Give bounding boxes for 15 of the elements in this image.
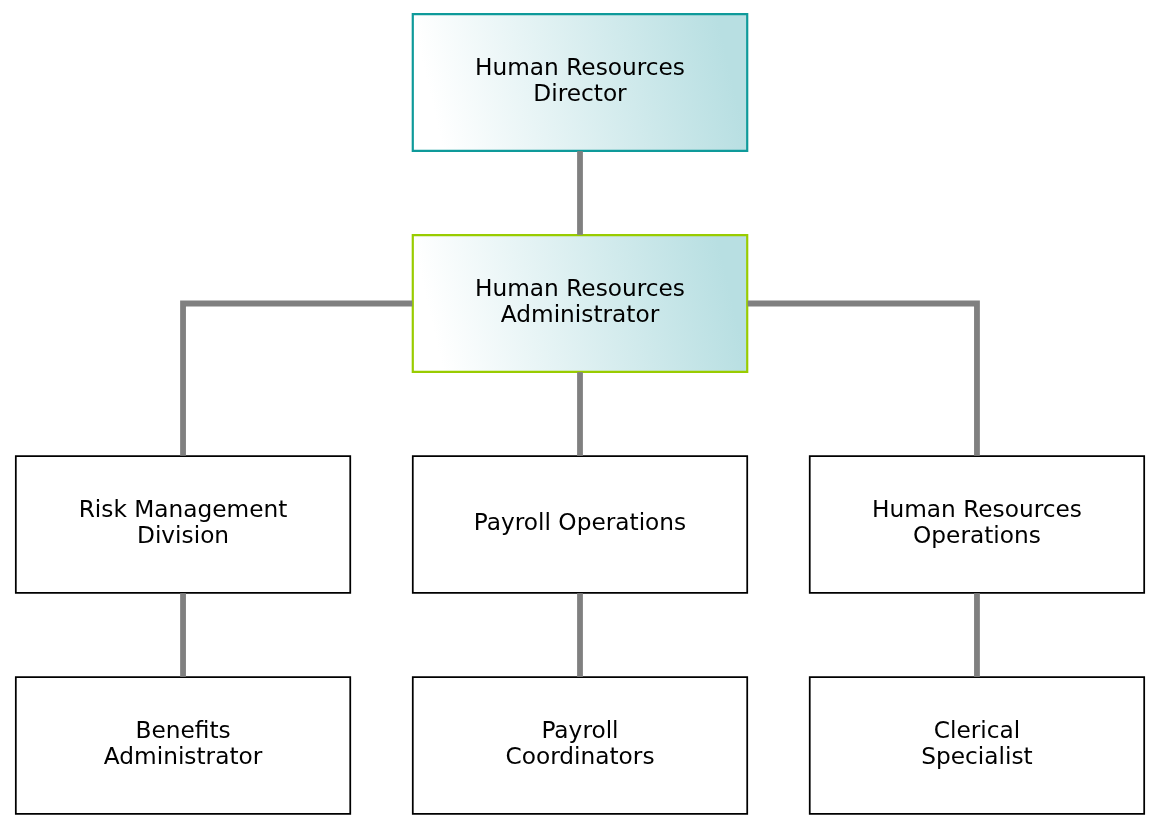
node-box: Human Resources Operations [808,455,1145,594]
connector [576,372,583,456]
connector [747,300,980,456]
node-box: Human Resources Director [411,13,748,152]
connector [576,593,583,677]
node-box: Payroll Coordinators [411,676,748,815]
node-box: Clerical Specialist [808,676,1145,815]
connector [576,151,583,235]
node-box: Human Resources Administrator [411,234,748,373]
node-box: Payroll Operations [411,455,748,594]
connector [179,300,412,456]
node-box: Risk Management Division [14,455,351,594]
node-box: Benefits Administrator [14,676,351,815]
connector [973,593,980,677]
connector [179,593,186,677]
